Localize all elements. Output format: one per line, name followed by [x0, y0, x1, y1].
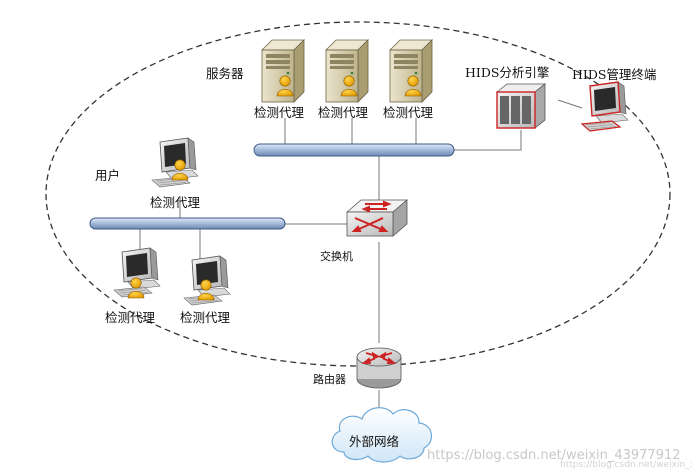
watermark-main: https://blog.csdn.net/weixin_43977912: [427, 448, 681, 463]
internet-label: 外部网络: [349, 434, 400, 449]
router-icon: [356, 347, 402, 389]
user-pc-left: [113, 247, 161, 299]
hids-console-pc: [580, 81, 629, 132]
server-network-bus: [253, 143, 455, 157]
user-network-bus: [89, 217, 286, 230]
ids-appliance-icon: [495, 83, 547, 129]
user-agent-label-left: 检测代理: [105, 310, 156, 325]
user-pc-top: [151, 137, 199, 188]
connection-lines: [139, 99, 583, 414]
cloud-icon: [331, 407, 432, 463]
servers-label: 服务器: [206, 66, 244, 81]
users-label: 用户: [95, 168, 120, 183]
server-1: [261, 39, 305, 103]
server-agent-label-1: 检测代理: [254, 105, 305, 120]
switch-label: 交换机: [320, 249, 353, 263]
hids-engine-label: HIDS分析引擎: [465, 65, 549, 80]
server-2: [325, 39, 369, 103]
server-agent-label-2: 检测代理: [318, 105, 369, 120]
user-pc-right: [183, 255, 231, 306]
network-boundary: [45, 21, 671, 367]
router-label: 路由器: [313, 372, 346, 386]
switch-icon: [345, 199, 409, 237]
hids-console-label: HIDS管理终端: [572, 67, 656, 82]
user-agent-label-right: 检测代理: [180, 310, 231, 325]
user-agent-label-top: 检测代理: [150, 195, 201, 210]
watermark-small: https://blog.csdn.net/weixin_3f: [560, 460, 692, 470]
desktop-pc-icon: [113, 247, 161, 298]
server-agent-label-3: 检测代理: [383, 105, 434, 120]
server-3: [389, 39, 433, 103]
